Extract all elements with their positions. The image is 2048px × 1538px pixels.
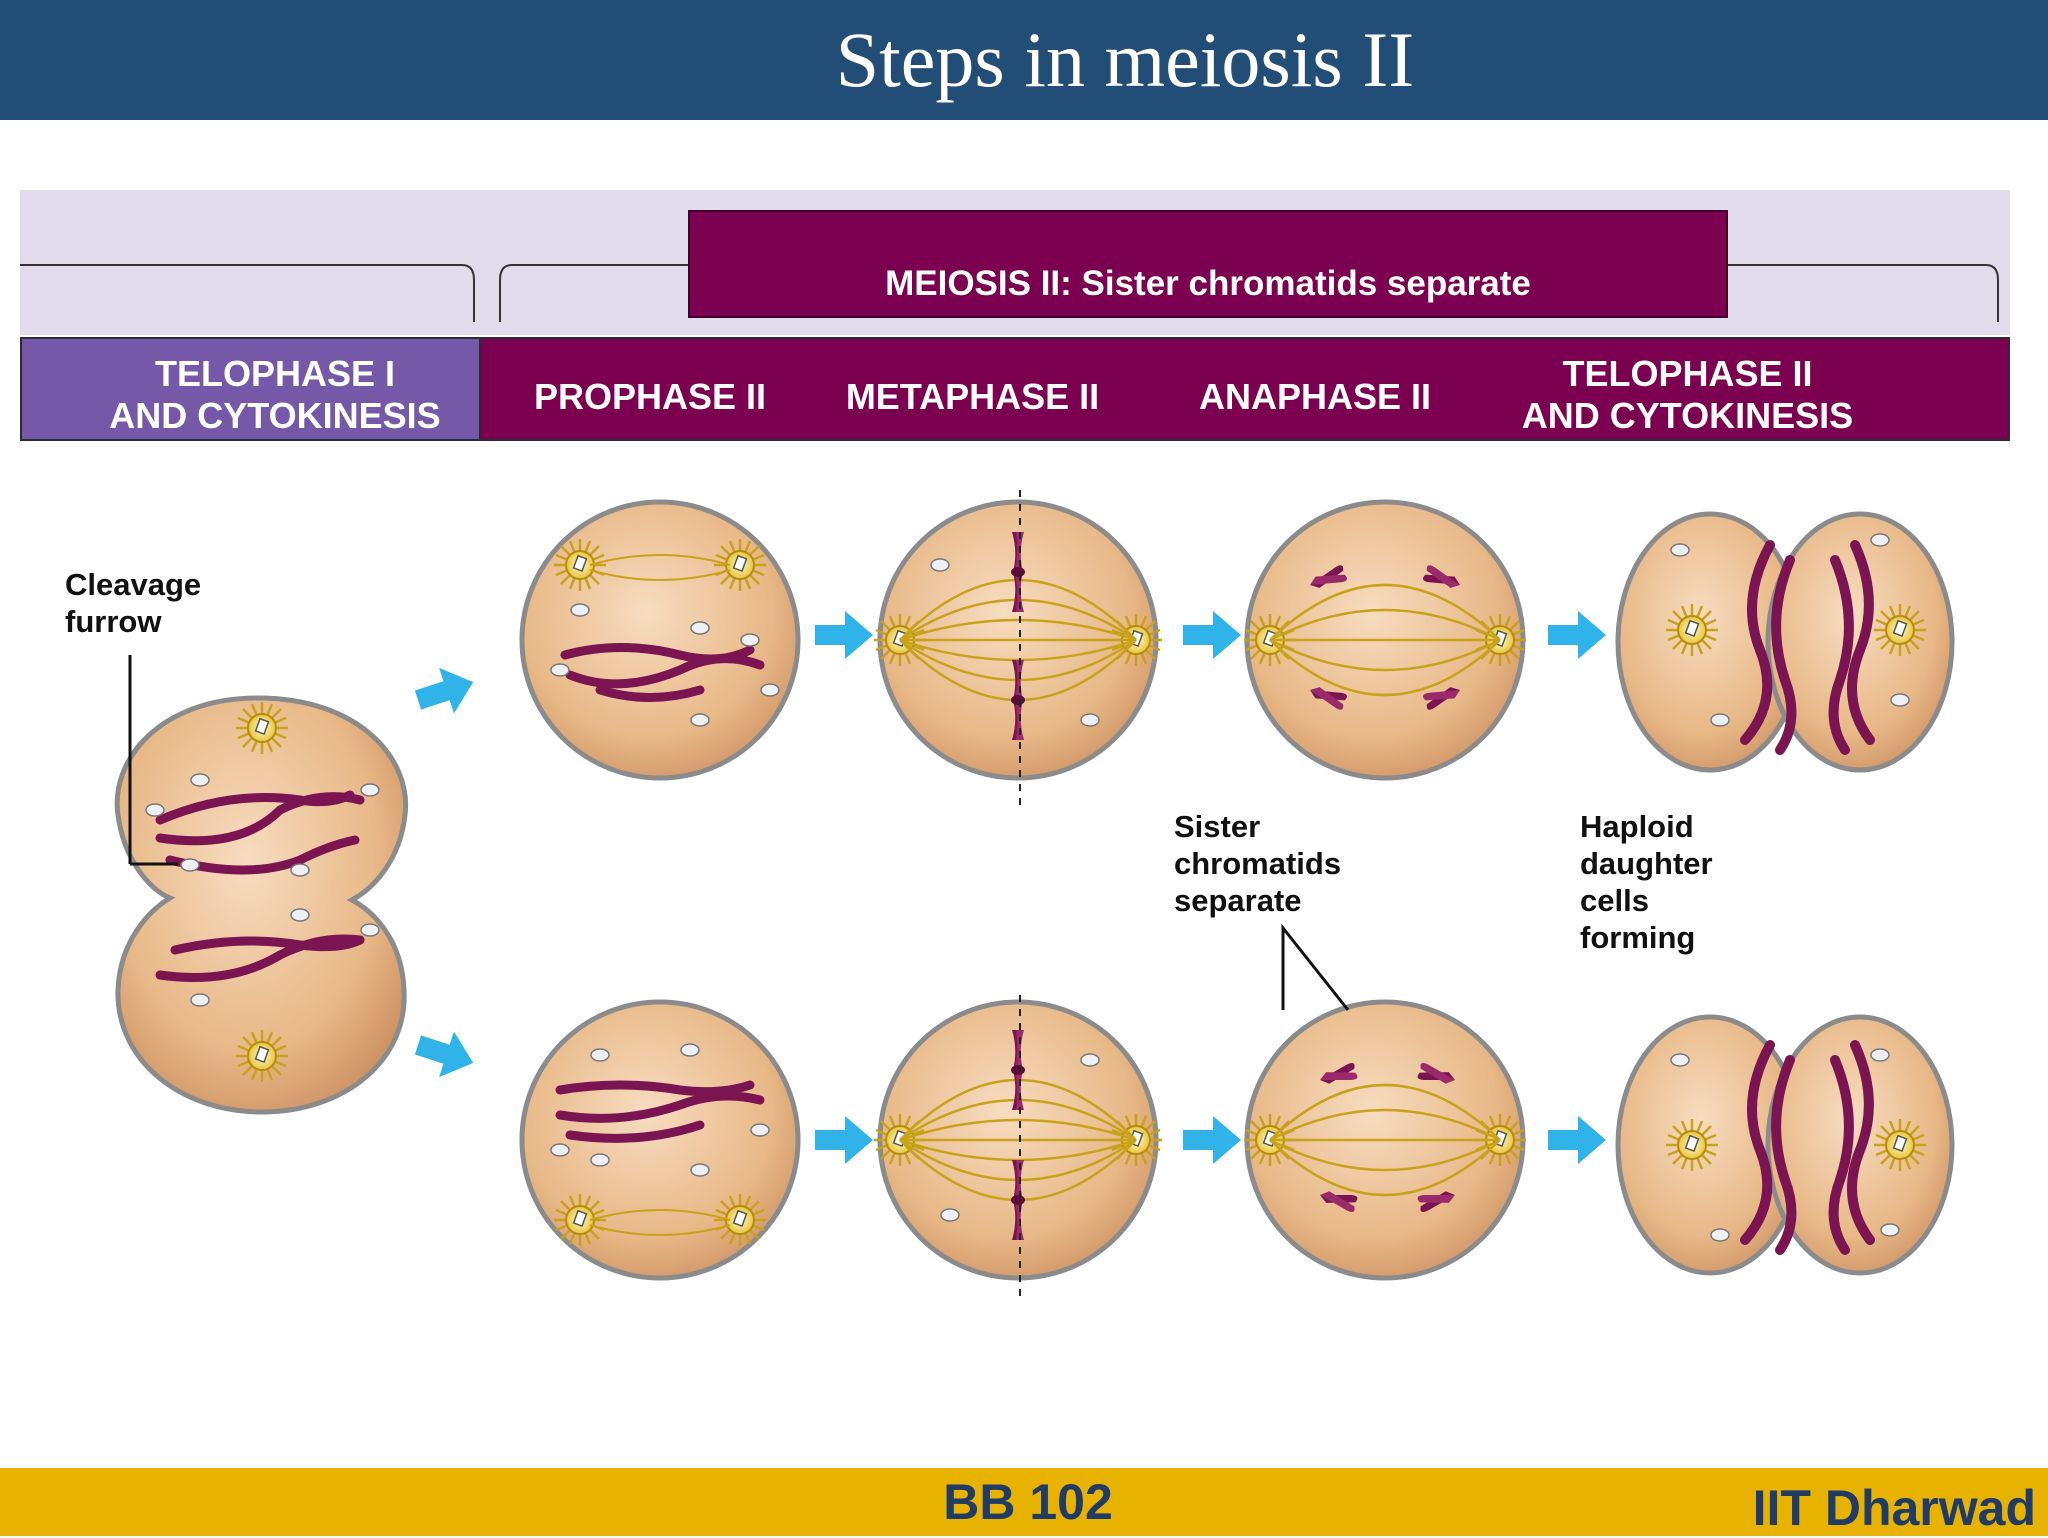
label-cleavage-furrow: Cleavage furrow: [65, 567, 202, 639]
label-haploid-cells: Haploid daughter cells forming: [1580, 809, 1713, 955]
prophase-ii-top: [519, 499, 801, 781]
institute-name: IIT Dharwad: [1752, 1480, 2036, 1536]
prophase-ii-bottom: [519, 999, 801, 1281]
metaphase-ii-top: [872, 499, 1164, 781]
label-sister-chromatids: Sister chromatids separate: [1174, 809, 1342, 918]
phase-prophase-ii: PROPHASE II: [533, 376, 767, 417]
phase-anaphase-ii: ANAPHASE II: [1198, 376, 1432, 417]
telophase-ii-bottom: [1615, 1014, 1955, 1276]
footer-bar: [0, 1468, 2048, 1536]
telophase-i-figure: [114, 655, 409, 1115]
slide-title: Steps in meiosis II: [835, 16, 1415, 103]
meiosis-ii-banner: MEIOSIS II: Sister chromatids separate: [688, 210, 1728, 318]
phase-metaphase-ii: METAPHASE II: [845, 376, 1100, 417]
metaphase-ii-bottom: [872, 999, 1164, 1281]
anaphase-ii-top: [1242, 499, 1528, 781]
course-code: BB 102: [943, 1474, 1113, 1530]
title-bar: [0, 0, 2048, 120]
telophase-i-cell: [20, 337, 481, 441]
anaphase-ii-bottom: [1242, 999, 1528, 1281]
telophase-ii-top: [1615, 511, 1955, 773]
